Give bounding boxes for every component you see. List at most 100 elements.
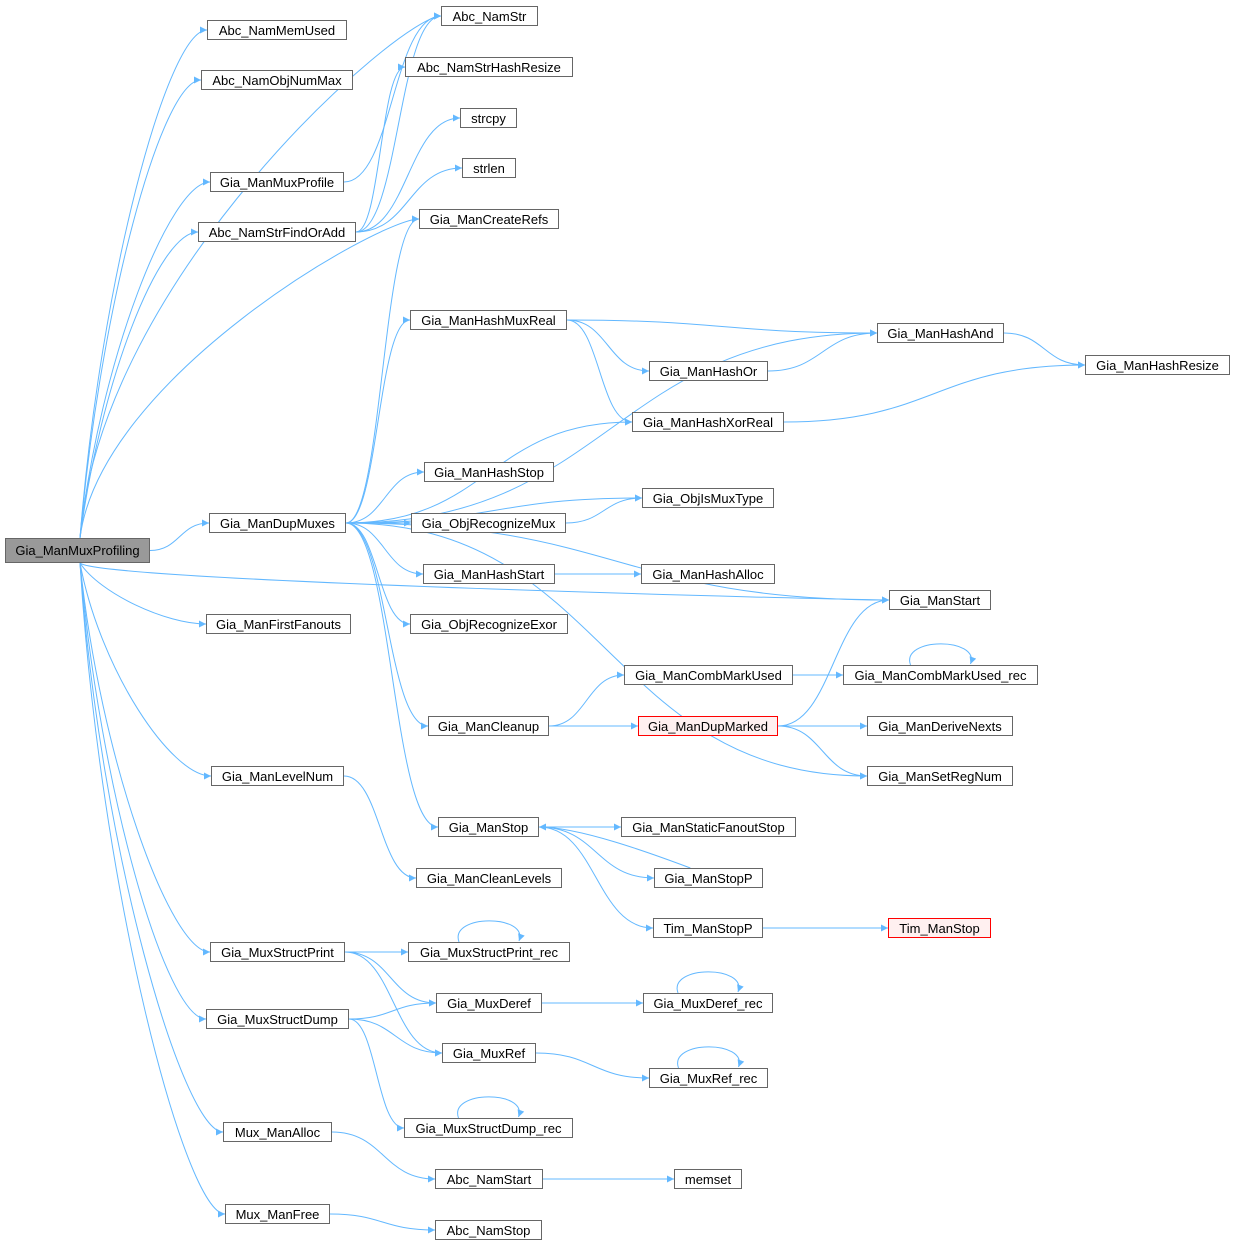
graph-node-namstart[interactable]: Abc_NamStart [435,1169,543,1189]
edge-dupmarked-to-setregnum [777,725,868,780]
edge-dupmuxes-to-hashstop [345,468,425,524]
graph-node-muxstructprint[interactable]: Gia_MuxStructPrint [210,942,345,962]
graph-node-firstfanouts[interactable]: Gia_ManFirstFanouts [206,614,351,634]
edge-cleanup-to-combmarkused [548,671,625,727]
edge-root-to-levelnum [79,562,212,780]
edge-root-to-dupmuxes [149,519,210,551]
edge-root-to-createrefs [79,215,420,539]
edge-root-to-firstfanouts [79,562,207,628]
edge-dupmuxes-to-objrecognizeexor [345,522,411,628]
graph-node-dupmarked[interactable]: Gia_ManDupMarked [638,716,778,736]
edge-dupmuxes-to-hashmuxreal [345,316,411,524]
graph-node-muxderefrec[interactable]: Gia_MuxDeref_rec [643,993,773,1013]
graph-node-levelnum[interactable]: Gia_ManLevelNum [211,766,344,786]
graph-node-muxderef[interactable]: Gia_MuxDeref [436,993,542,1013]
graph-node-dupmuxes[interactable]: Gia_ManDupMuxes [209,513,346,533]
edge-manmuxprofile-to-namstr [343,12,442,183]
edge-combmarkusedrec-to-combmarkusedrec [909,643,977,666]
graph-node-hashmuxreal[interactable]: Gia_ManHashMuxReal [410,310,567,330]
graph-node-namstr[interactable]: Abc_NamStr [441,6,538,26]
edge-muxstructprintrec-to-muxstructprintrec [457,920,525,943]
graph-node-root[interactable]: Gia_ManMuxProfiling [5,538,150,563]
graph-node-combmarkusedrec[interactable]: Gia_ManCombMarkUsed_rec [843,665,1038,685]
graph-node-objrecognizemux[interactable]: Gia_ObjRecognizeMux [411,513,566,533]
graph-node-muxmanalloc[interactable]: Mux_ManAlloc [223,1122,332,1142]
graph-node-muxrefrec[interactable]: Gia_MuxRef_rec [649,1068,768,1088]
graph-node-objrecognizeexor[interactable]: Gia_ObjRecognizeExor [410,614,568,634]
edge-muxstructdump-to-muxref [348,1018,443,1057]
graph-node-staticfanoutstop[interactable]: Gia_ManStaticFanoutStop [621,817,796,837]
edge-root-to-muxstructdump [79,562,207,1023]
edge-root-to-muxstructprint [79,562,211,956]
graph-node-timmanstop[interactable]: Tim_ManStop [888,918,991,938]
edge-muxstructdumprec-to-muxstructdumprec [457,1096,525,1119]
graph-node-muxref[interactable]: Gia_MuxRef [442,1043,536,1063]
edge-root-to-nammemused [79,26,208,539]
graph-node-namstrfindoradd[interactable]: Abc_NamStrFindOrAdd [198,222,356,242]
edge-namstrfindoradd-to-namstr [355,12,442,233]
graph-node-hashalloc[interactable]: Gia_ManHashAlloc [641,564,775,584]
graph-node-cleanlevels[interactable]: Gia_ManCleanLevels [416,868,562,888]
graph-node-hashor[interactable]: Gia_ManHashOr [649,361,768,381]
graph-node-hashstart[interactable]: Gia_ManHashStart [423,564,555,584]
graph-node-hashstop[interactable]: Gia_ManHashStop [424,462,554,482]
edge-muxstructprint-to-muxderef [344,951,437,1007]
graph-node-namobjnummax[interactable]: Abc_NamObjNumMax [201,70,353,90]
edge-muxstructdump-to-muxstructdumprec [348,1018,405,1132]
edge-dupmuxes-to-objismuxtype [345,494,643,524]
edge-dupmuxes-to-createrefs [345,215,420,524]
edge-namstrfindoradd-to-strlen [355,164,463,233]
edge-muxstructprint-to-muxref [344,951,443,1057]
edge-hashmuxreal-to-hashand [566,319,878,337]
graph-node-manstop[interactable]: Gia_ManStop [438,817,539,837]
graph-node-namstrhashresize[interactable]: Abc_NamStrHashResize [405,57,573,77]
edge-muxmanalloc-to-namstart [331,1131,436,1183]
graph-node-muxmanfree[interactable]: Mux_ManFree [225,1204,330,1224]
graph-node-setregnum[interactable]: Gia_ManSetRegNum [867,766,1013,786]
edge-hashand-to-hashresize [1003,332,1086,369]
graph-node-objismuxtype[interactable]: Gia_ObjIsMuxType [642,488,774,508]
edge-dupmarked-to-manstart [777,596,890,727]
edge-root-to-namobjnummax [79,76,202,539]
graph-node-memset[interactable]: memset [674,1169,742,1189]
edge-muxstructdump-to-muxderef [348,999,437,1020]
graph-node-stopp[interactable]: Gia_ManStopP [654,868,763,888]
graph-node-cleanup[interactable]: Gia_ManCleanup [428,716,549,736]
edge-dupmuxes-to-setregnum [345,522,868,780]
graph-node-createrefs[interactable]: Gia_ManCreateRefs [419,209,559,229]
edge-dupmuxes-to-hashand [345,329,878,524]
edge-hashmuxreal-to-hashor [566,319,650,375]
graph-node-nammemused[interactable]: Abc_NamMemUsed [207,20,347,40]
edge-root-to-muxmanfree [79,562,226,1218]
graph-node-hashresize[interactable]: Gia_ManHashResize [1085,355,1230,375]
graph-node-muxstructdump[interactable]: Gia_MuxStructDump [206,1009,349,1029]
edge-dupmuxes-to-hashstart [345,522,424,578]
edge-dupmuxes-to-manstart [345,522,890,604]
edge-manstop-to-timstopp [538,826,654,932]
graph-node-hashand[interactable]: Gia_ManHashAnd [877,323,1004,343]
edge-namstrfindoradd-to-strcpy [355,114,461,233]
edge-muxrefrec-to-muxrefrec [677,1046,745,1069]
graph-node-timstopp[interactable]: Tim_ManStopP [653,918,763,938]
graph-node-derivenexts[interactable]: Gia_ManDeriveNexts [867,716,1013,736]
edge-root-to-manmuxprofile [79,178,211,539]
graph-node-manstart[interactable]: Gia_ManStart [889,590,991,610]
graph-node-strlen[interactable]: strlen [462,158,516,178]
edge-hashxorreal-to-hashresize [783,361,1086,423]
edge-muxderefrec-to-muxderefrec [676,971,744,994]
edge-dupmuxes-to-manstop [345,522,439,831]
edge-objrecognizemux-to-objismuxtype [565,494,643,524]
graph-node-muxstructdumprec[interactable]: Gia_MuxStructDump_rec [404,1118,573,1138]
graph-node-combmarkused[interactable]: Gia_ManCombMarkUsed [624,665,793,685]
graph-node-hashxorreal[interactable]: Gia_ManHashXorReal [632,412,784,432]
graph-node-manmuxprofile[interactable]: Gia_ManMuxProfile [210,172,344,192]
edge-muxref-to-muxrefrec [535,1052,650,1082]
graph-node-namstop[interactable]: Abc_NamStop [435,1220,542,1240]
edge-dupmuxes-to-cleanup [345,522,429,730]
graph-node-muxstructprintrec[interactable]: Gia_MuxStructPrint_rec [408,942,570,962]
edge-root-to-muxmanalloc [79,562,224,1136]
graph-node-strcpy[interactable]: strcpy [460,108,517,128]
edge-muxmanfree-to-namstop [329,1213,436,1234]
